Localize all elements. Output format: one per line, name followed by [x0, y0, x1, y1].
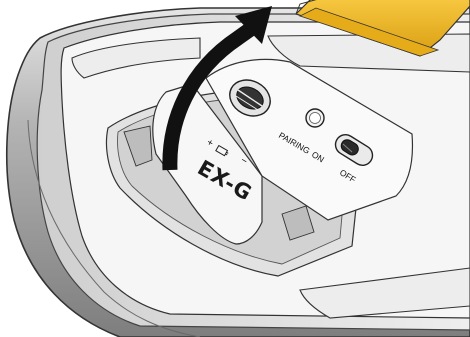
pairing-button[interactable] [306, 109, 324, 127]
